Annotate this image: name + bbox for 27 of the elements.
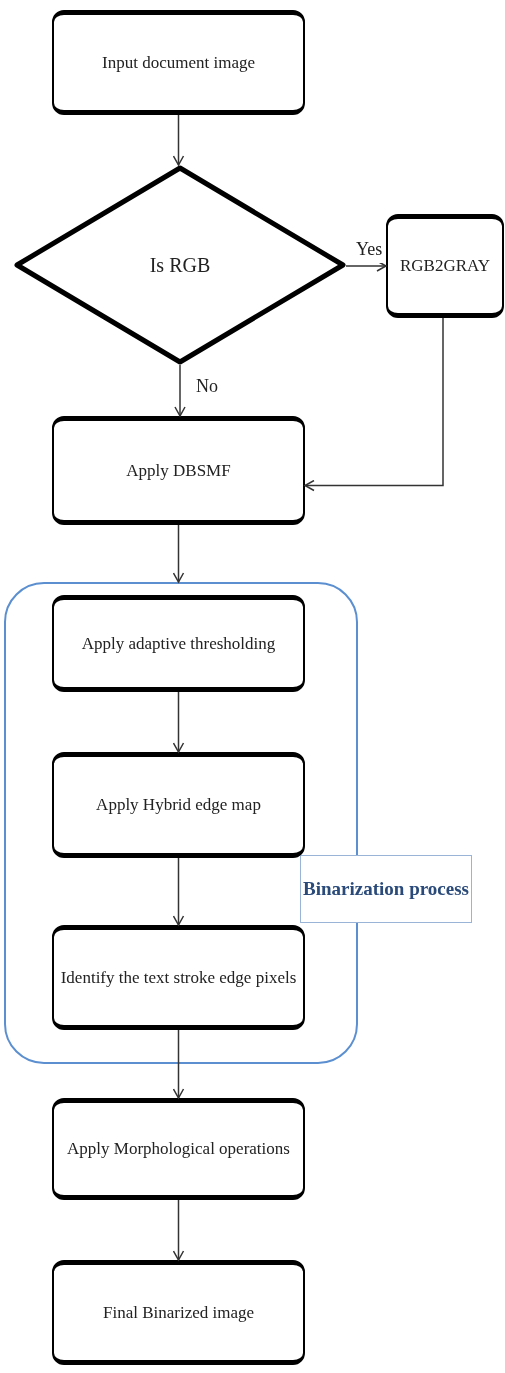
process-text: Input document image xyxy=(102,51,255,74)
process-box xyxy=(386,214,504,318)
process-text: Apply Hybrid edge map xyxy=(96,794,261,816)
arrow xyxy=(172,1199,185,1261)
process-text: Apply adaptive thresholding xyxy=(81,632,276,655)
process-box xyxy=(52,925,305,1030)
process-box xyxy=(52,1098,305,1200)
process-text: Apply Morphological operations xyxy=(67,1138,290,1160)
process-text: Final Binarized image xyxy=(102,1301,255,1324)
arrow xyxy=(172,857,185,926)
process-box xyxy=(52,416,305,525)
process-box xyxy=(52,1260,305,1365)
arrow xyxy=(172,114,185,166)
arrow xyxy=(174,364,186,417)
arrow xyxy=(172,691,185,753)
arrow xyxy=(172,524,185,583)
process-text: Identify the text stroke edge pixels xyxy=(60,966,297,989)
process-text: RGB2GRAY xyxy=(399,255,491,277)
arrow xyxy=(172,1029,185,1099)
process-text: Apply DBSMF xyxy=(126,459,231,482)
group-label: Binarization process xyxy=(300,855,472,923)
process-box xyxy=(52,10,305,115)
process-box xyxy=(52,752,305,858)
decision-text: Is RGB xyxy=(149,253,211,278)
process-box xyxy=(52,595,305,692)
arrow xyxy=(304,317,444,492)
decision-diamond xyxy=(14,165,346,365)
